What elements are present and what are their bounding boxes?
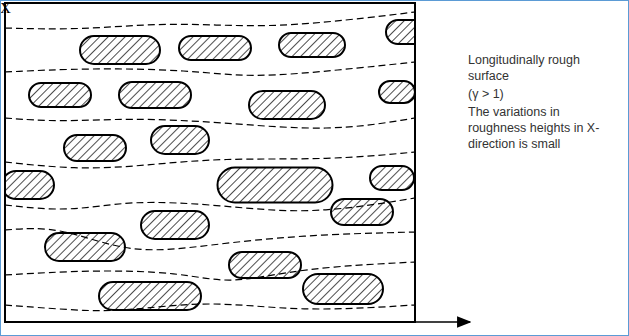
- asperity: [29, 83, 91, 107]
- asperity: [119, 82, 191, 108]
- asperity: [229, 252, 301, 278]
- asperity: [379, 81, 414, 103]
- gamma-note: (γ > 1): [468, 86, 618, 102]
- asperity: [64, 135, 126, 161]
- asperity: [179, 36, 251, 60]
- x-axis-arrow: [5, 321, 470, 323]
- asperity: [45, 233, 125, 261]
- asperity: [303, 274, 383, 304]
- roughness-asperities: [6, 20, 414, 310]
- asperity: [386, 20, 414, 44]
- asperity: [370, 166, 414, 190]
- flow-line: [6, 304, 414, 311]
- flow-line: [6, 118, 414, 128]
- flow-lines: [6, 12, 414, 311]
- asperity: [80, 36, 160, 64]
- asperity: [249, 91, 325, 119]
- surface-frame: [5, 3, 415, 322]
- surface-type-note: Longitudinally rough surface: [468, 52, 618, 84]
- asperity: [331, 199, 393, 225]
- flow-line: [6, 12, 414, 29]
- asperity: [218, 168, 333, 203]
- asperity: [99, 282, 201, 310]
- asperity: [141, 211, 209, 239]
- asperity: [151, 126, 209, 154]
- flow-line: [6, 62, 414, 75]
- asperity: [279, 33, 345, 57]
- asperity: [6, 171, 54, 199]
- roughness-note: The variations in roughness heights in X…: [468, 104, 618, 152]
